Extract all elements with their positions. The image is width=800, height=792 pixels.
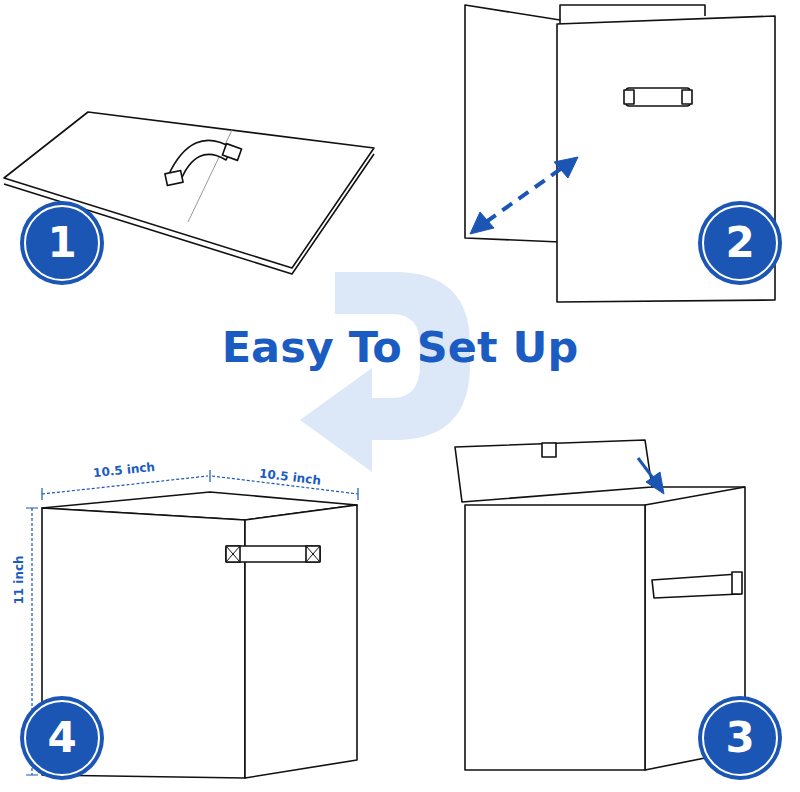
side-panel (465, 5, 560, 242)
handle-tab (732, 572, 742, 594)
box-front (42, 508, 245, 778)
handle-tab (165, 170, 183, 185)
step-disc (20, 201, 104, 285)
handle-tab (624, 90, 634, 104)
dimension-line (42, 476, 208, 494)
box-front (465, 505, 645, 770)
step-label: 2 (725, 222, 754, 264)
arrow-head (470, 212, 494, 234)
handle-tab (682, 90, 692, 104)
step-number: 2 (697, 200, 783, 286)
open-box (455, 440, 745, 770)
dashed-line (486, 168, 562, 222)
sheet-top (4, 112, 374, 268)
step-label: 3 (725, 717, 754, 759)
arrow-head (646, 472, 664, 494)
step-ring (25, 206, 99, 280)
step-disc (698, 201, 782, 285)
dimension-label: 10.5 inch (92, 460, 155, 480)
unfolding-box (465, 5, 775, 302)
step-label: 4 (47, 717, 76, 759)
step-number: 1 (19, 200, 105, 286)
handle-strap (226, 546, 320, 562)
arrow-head (554, 157, 578, 178)
step-disc (698, 696, 782, 780)
push-arrow (638, 458, 664, 494)
dimension-lines (26, 470, 358, 775)
handle-strap (626, 88, 690, 106)
lid-flap (455, 440, 652, 502)
step-number: 3 (697, 695, 783, 781)
stitch-mark (226, 546, 320, 562)
step-number: 4 (19, 695, 105, 781)
handle-strap (652, 574, 740, 598)
step-ring (703, 206, 777, 280)
step-disc (20, 696, 104, 780)
dimension-label: 10.5 inch (258, 466, 321, 487)
dimension-tick (26, 470, 358, 775)
flow-arrow (300, 272, 470, 472)
front-panel (557, 16, 775, 302)
flat-sheet (4, 112, 374, 274)
step-ring (25, 701, 99, 775)
step-label: 1 (47, 222, 76, 264)
lid-tab (542, 443, 556, 457)
step-ring (703, 701, 777, 775)
back-edge (560, 5, 705, 20)
open-arrow (470, 157, 578, 234)
handle-tab (222, 144, 241, 161)
dimension-label: 11 inch (11, 555, 25, 604)
inner-edge (652, 486, 745, 488)
title: Easy To Set Up (0, 322, 800, 372)
